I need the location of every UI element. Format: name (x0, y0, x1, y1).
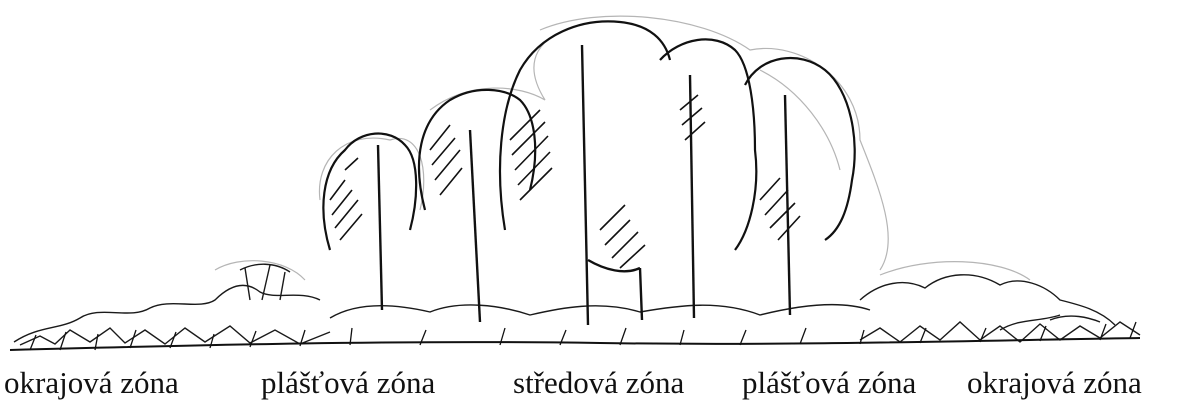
trunk-3 (582, 45, 588, 325)
zone-label-mantle-left: plášťová zóna (261, 367, 435, 398)
crown-right-1 (745, 58, 855, 240)
zone-label-center: středová zóna (513, 367, 684, 398)
crown-shading (330, 95, 800, 268)
trunk-1 (378, 145, 382, 310)
trunk-2 (470, 130, 480, 322)
tree-crowns (323, 21, 854, 250)
tree-trunks (378, 45, 790, 325)
trunk-5 (785, 95, 790, 315)
zone-label-edge-left: okrajová zóna (4, 367, 179, 398)
zone-label-edge-right: okrajová zóna (967, 367, 1142, 398)
pencil-outlines (215, 16, 1030, 280)
crown-center-2 (660, 39, 756, 250)
shrub-layer (14, 264, 1140, 345)
trunk-4 (690, 75, 694, 318)
zone-label-mantle-right: plášťová zóna (742, 367, 916, 398)
ground-line (10, 338, 1140, 350)
